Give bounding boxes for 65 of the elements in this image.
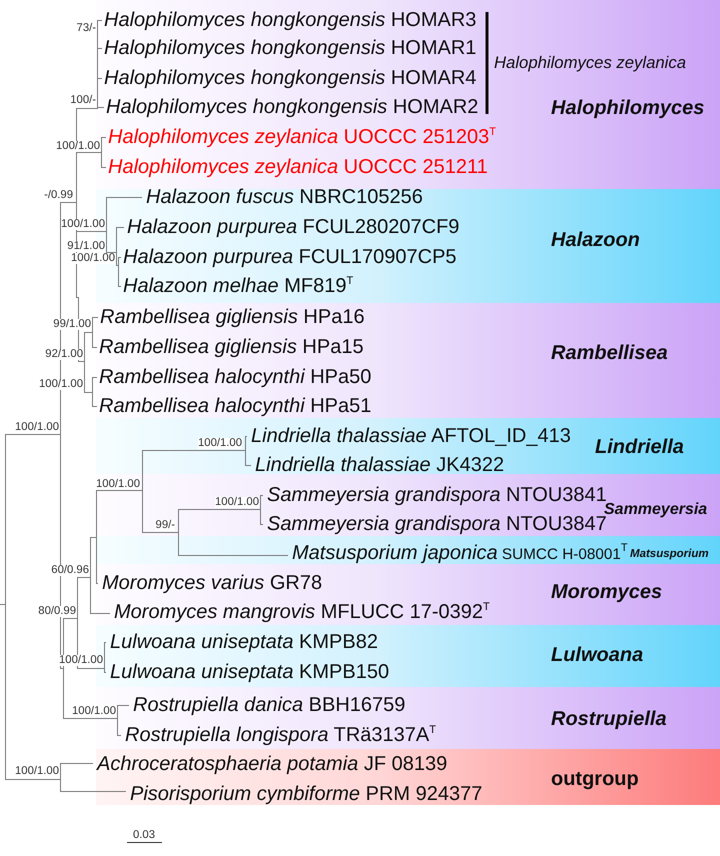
taxon-name: Rambellisea gigliensis HPa16 [100,305,365,329]
taxon-name: Pisorisporium cymbiforme PRM 924377 [130,782,482,806]
clade-name: Lindriella [595,435,684,459]
taxon-name: Lindriella thalassiae JK4322 [255,453,504,477]
clade-band [96,418,720,474]
support-value: -/0.99 [44,190,73,201]
taxon-name: Rostrupiella longispora TRä3137A$^{T}$ [125,723,436,747]
support-value: 99/1.00 [53,319,91,330]
support-value: 100/1.00 [198,438,242,449]
taxon-name: Lulwoana uniseptata KMPB150 [110,660,390,684]
support-value: 99/- [156,520,175,531]
support-value: 100/1.00 [96,479,140,490]
support-value: 100/1.00 [56,141,100,152]
support-value: 100/1.00 [59,655,103,666]
taxon-name: Halazoon purpurea FCUL170907CP5 [123,245,457,269]
clade-name: Moromyces [551,580,662,604]
support-value: 100/1.00 [72,706,116,717]
taxon-name: Sammeyersia grandispora NTOU3841 [267,483,607,506]
support-value: 80/0.99 [38,606,76,617]
taxon-name: Matsusporium japonica SUMCC H-08001$^{T}$ [292,541,628,566]
support-value: 100/1.00 [215,497,259,508]
taxon-name: Rambellisea gigliensis HPa15 [99,335,364,359]
taxon-name: Rambellisea halocynthi HPa51 [99,394,372,418]
clade-name: outgroup [551,767,639,791]
taxon-name: Lulwoana uniseptata KMPB82 [110,630,378,654]
support-value: 100/- [70,95,96,106]
clade-name: Rostrupiella [551,707,667,731]
clade-name: Lulwoana [551,643,644,667]
taxon-name: Moromyces varius GR78 [102,571,322,595]
taxon-name: Lindriella thalassiae AFTOL_ID_413 [251,424,571,448]
support-value: 92/1.00 [45,349,83,360]
clade-name: Matsusporium [630,547,709,561]
clade-band [96,749,720,805]
clade-name: Sammeyersia [604,500,708,518]
taxon-name: Halazoon purpurea FCUL280207CF9 [127,215,460,239]
support-value: 60/0.96 [51,565,89,576]
clade-band [96,474,720,536]
taxon-name: Halophilomyces zeylanica UOCCC 251211 [108,155,488,179]
support-value: 100/1.00 [15,422,59,433]
taxon-name: Halazoon melhae MF819$^{T}$ [123,274,354,298]
scale-bar-label: 0.03 [133,828,155,842]
clade-band [96,564,720,625]
clade-name: Rambellisea [551,341,668,365]
support-value: 100/1.00 [61,219,105,230]
support-value: 100/1.00 [71,253,115,264]
bracket-label: Halophilomyces zeylanica [494,53,686,73]
taxon-name: Halophilomyces hongkongensis HOMAR2 [106,95,478,119]
taxon-name: Halophilomyces hongkongensis HOMAR3 [104,8,476,32]
support-value: 100/1.00 [15,766,59,777]
taxon-name: Achroceratosphaeria potamia JF 08139 [97,752,448,776]
taxon-name: Rambellisea halocynthi HPa50 [99,365,372,389]
taxon-name: Sammeyersia grandispora NTOU3847 [267,513,607,536]
taxon-name: Halophilomyces zeylanica UOCCC 251203$^{T}$ [108,125,496,149]
support-value: 100/1.00 [39,379,83,390]
clade-band [96,536,720,564]
taxon-name: Halophilomyces hongkongensis HOMAR4 [104,66,476,90]
clade-name: Halophilomyces [551,96,704,120]
taxon-name: Halazoon fuscus NBRC105256 [146,185,423,209]
taxon-name: Halophilomyces hongkongensis HOMAR1 [104,36,476,60]
support-value: 73/- [76,23,96,34]
taxon-name: Rostrupiella danica BBH16759 [133,693,406,717]
taxon-name: Moromyces mangrovis MFLUCC 17-0392$^{T}$ [114,600,490,624]
support-value: 91/1.00 [67,241,105,252]
clade-name: Halazoon [551,228,640,252]
clade-band [96,303,720,418]
